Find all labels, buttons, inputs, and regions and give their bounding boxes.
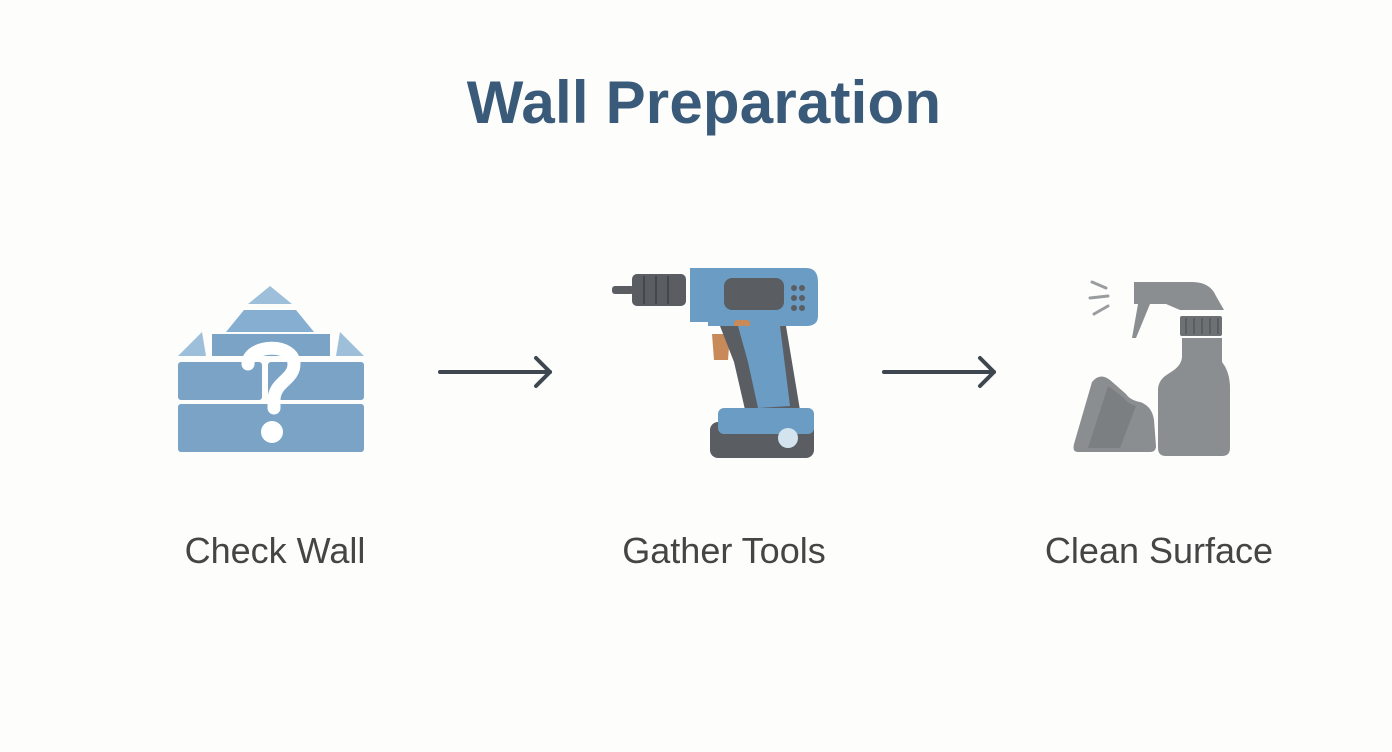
- step-label-gather-tools: Gather Tools: [622, 530, 826, 571]
- step-label-clean-surface: Clean Surface: [1044, 530, 1274, 571]
- power-drill-icon: [612, 268, 818, 458]
- step-label-check-wall: Check Wall: [184, 530, 366, 571]
- arrow-right-icon: [438, 356, 552, 388]
- arrow-right-icon: [882, 356, 996, 388]
- spray-bottle-cleaner-icon: [1073, 280, 1230, 456]
- brick-wall-question-icon: [178, 286, 364, 452]
- diagram-title: Wall Preparation: [466, 69, 942, 136]
